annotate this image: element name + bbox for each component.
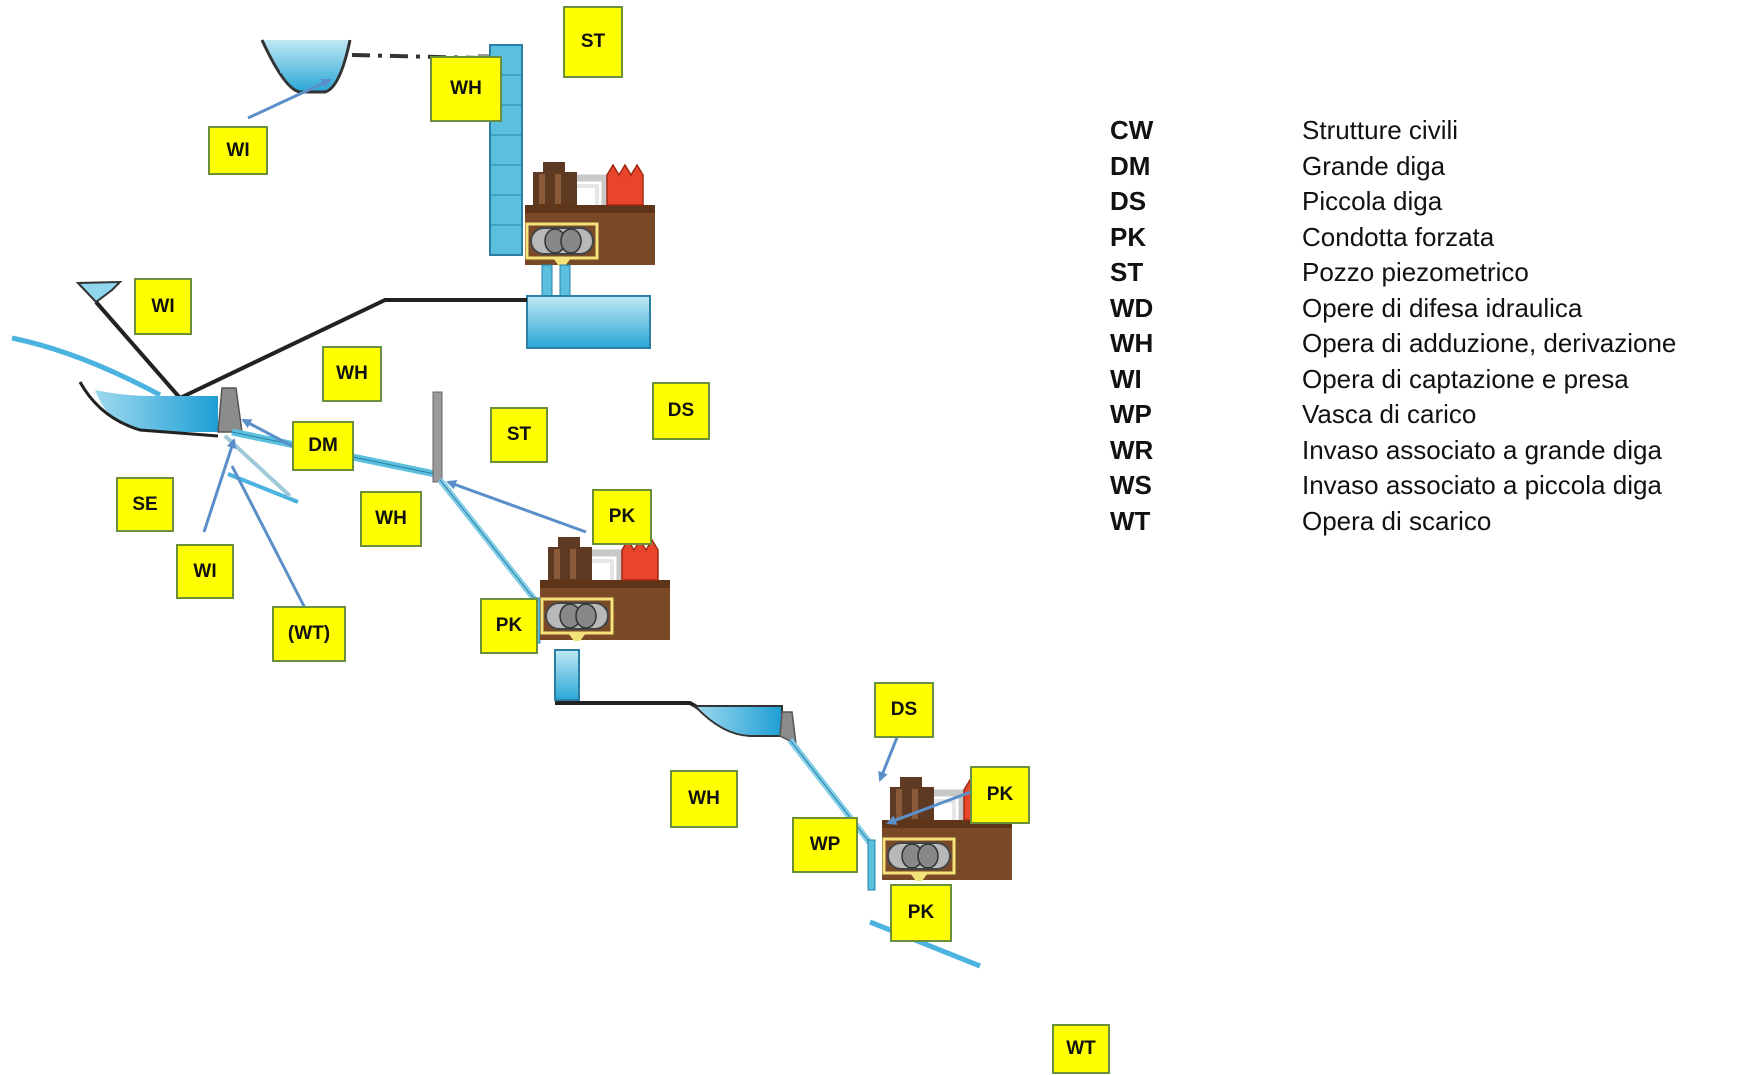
- label-wh-top: WH: [430, 56, 502, 122]
- legend-row: WH Opera di adduzione, derivazione: [1110, 326, 1740, 362]
- legend-code: WP: [1110, 399, 1152, 430]
- legend-desc: Grande diga: [1302, 150, 1446, 181]
- legend-code: WS: [1110, 470, 1152, 501]
- arrow-pk-low: [886, 788, 977, 825]
- legend-desc: Opere di difesa idraulica: [1302, 292, 1583, 323]
- left-feeder-line: [94, 300, 182, 400]
- label-wt-bottom: WT: [1052, 1024, 1110, 1074]
- legend: CW Strutture civili DM Grande diga DS Picco…: [1110, 113, 1740, 539]
- legend-row: PK Condotta forzata: [1110, 220, 1740, 256]
- label-wi-left: WI: [134, 278, 192, 335]
- upper-intake-basin: [260, 39, 352, 94]
- legend-desc: Opera di scarico: [1302, 505, 1492, 536]
- legend-code: DM: [1110, 150, 1151, 181]
- legend-desc: Opera di adduzione, derivazione: [1302, 328, 1677, 359]
- legend-code: WR: [1110, 434, 1154, 465]
- label-pk-low: PK: [970, 766, 1030, 824]
- legend-code: WI: [1110, 363, 1142, 394]
- arrow-pk-mid: [446, 480, 587, 534]
- legend-desc: Opera di captazione e presa: [1302, 363, 1629, 394]
- label-st-top: ST: [563, 6, 623, 78]
- legend-code: WT: [1110, 505, 1151, 536]
- legend-row: WR Invaso associato a grande diga: [1110, 433, 1740, 469]
- arrow-wi-dam: [202, 438, 237, 533]
- arrow-wt-paren: [230, 465, 310, 615]
- legend-code: PK: [1110, 221, 1147, 252]
- legend-desc: Invaso associato a grande diga: [1302, 434, 1662, 465]
- label-wp: WP: [792, 817, 858, 873]
- arrow-dm: [241, 418, 293, 448]
- label-st-mid: ST: [490, 407, 548, 463]
- power-plant-middle: [540, 537, 670, 641]
- legend-code: ST: [1110, 257, 1144, 288]
- legend-desc: Invaso associato a piccola diga: [1302, 470, 1662, 501]
- legend-code: DS: [1110, 186, 1147, 217]
- label-ds-low: DS: [874, 682, 934, 738]
- forebay-small-dam: [779, 711, 797, 746]
- legend-row: WS Invaso associato a piccola diga: [1110, 468, 1740, 504]
- middle-penstock-edge: [439, 479, 536, 601]
- large-dam: [217, 387, 243, 433]
- bottom-headrace: [555, 701, 712, 720]
- label-wh-low: WH: [360, 491, 422, 547]
- legend-desc: Vasca di carico: [1302, 399, 1477, 430]
- upper-headrace-dashed: [351, 53, 481, 60]
- legend-row: DM Grande diga: [1110, 149, 1740, 185]
- legend-row: ST Pozzo piezometrico: [1110, 255, 1740, 291]
- label-wi-dam: WI: [176, 544, 234, 599]
- legend-desc: Condotta forzata: [1302, 221, 1495, 252]
- outlet-river: [869, 919, 981, 969]
- legend-row: DS Piccola diga: [1110, 184, 1740, 220]
- label-se: SE: [116, 477, 174, 532]
- label-pk-mid2: PK: [480, 598, 538, 654]
- lower-penstock-vertical: [867, 839, 876, 891]
- river-inflow: [11, 335, 162, 398]
- legend-code: WH: [1110, 328, 1154, 359]
- small-dam-basin-upper: [526, 295, 651, 349]
- small-intake-basin-left: [75, 280, 123, 304]
- legend-row: WT Opera di scarico: [1110, 504, 1740, 540]
- middle-surge-tank: [432, 391, 443, 483]
- middle-tailrace-shaft: [554, 649, 580, 701]
- label-wh-mid: WH: [322, 346, 382, 402]
- power-plant-upper: [525, 162, 655, 266]
- upper-tailrace: [541, 264, 571, 301]
- label-wh-bottom: WH: [670, 770, 738, 828]
- headrace-to-ds: [179, 298, 527, 400]
- label-pk-mid: PK: [592, 489, 652, 545]
- label-ds-mid: DS: [652, 382, 710, 440]
- legend-code: WD: [1110, 292, 1154, 323]
- legend-desc: Strutture civili: [1302, 115, 1459, 146]
- legend-row: WD Opere di difesa idraulica: [1110, 291, 1740, 327]
- legend-desc: Pozzo piezometrico: [1302, 257, 1529, 288]
- label-wt-paren: (WT): [272, 606, 346, 662]
- arrow-ds-low: [878, 734, 900, 782]
- label-wi-top: WI: [208, 126, 268, 175]
- forebay-basin: [692, 705, 783, 737]
- label-pk-bottom: PK: [890, 884, 952, 942]
- legend-desc: Piccola diga: [1302, 186, 1443, 217]
- arrow-wi-top: [247, 78, 332, 120]
- main-reservoir: [78, 381, 219, 438]
- label-dm: DM: [292, 421, 354, 471]
- legend-row: WI Opera di captazione e presa: [1110, 362, 1740, 398]
- legend-row: CW Strutture civili: [1110, 113, 1740, 149]
- legend-row: WP Vasca di carico: [1110, 397, 1740, 433]
- legend-code: CW: [1110, 115, 1154, 146]
